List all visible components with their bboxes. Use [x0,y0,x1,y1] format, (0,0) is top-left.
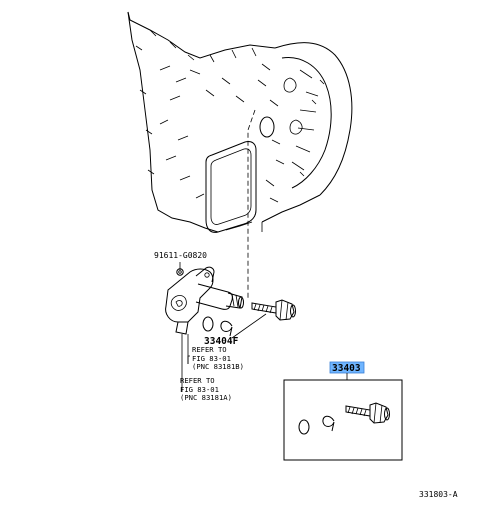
o-ring-and-clip [202,316,233,337]
transmission-housing [127,11,353,300]
bolt-head [176,268,184,276]
kit-o-ring [298,419,310,435]
figure-id: 331803-A [419,490,458,499]
kit-callout[interactable]: 33403 [329,361,365,374]
kit-clip [322,415,335,432]
svg-text:FIG 83-01: FIG 83-01 [180,385,219,394]
retaining-clip [220,320,233,337]
svg-text:FIG 83-01: FIG 83-01 [192,354,231,363]
callout-33403[interactable]: 33403 [332,363,361,374]
svg-text:REFER TO: REFER TO [180,376,215,385]
sensor-housing-assembly [165,262,244,392]
refer-note-1-leader [187,355,190,364]
flange-bolt [231,299,296,339]
kit-contents [298,402,390,435]
refer-note-2: REFER TO FIG 83-01 (PNC 83181A) [180,376,232,402]
kit-box [283,379,403,461]
callout-91611-G0820: 91611-G0820 [154,251,207,260]
svg-text:(PNC 83181B): (PNC 83181B) [192,362,244,371]
refer-note-1: REFER TO FIG 83-01 (PNC 83181B) [192,345,244,371]
svg-text:REFER TO: REFER TO [192,345,227,354]
o-ring [202,316,214,332]
callout-33404F: 33404F [204,336,239,347]
svg-text:(PNC 83181A): (PNC 83181A) [180,393,232,402]
